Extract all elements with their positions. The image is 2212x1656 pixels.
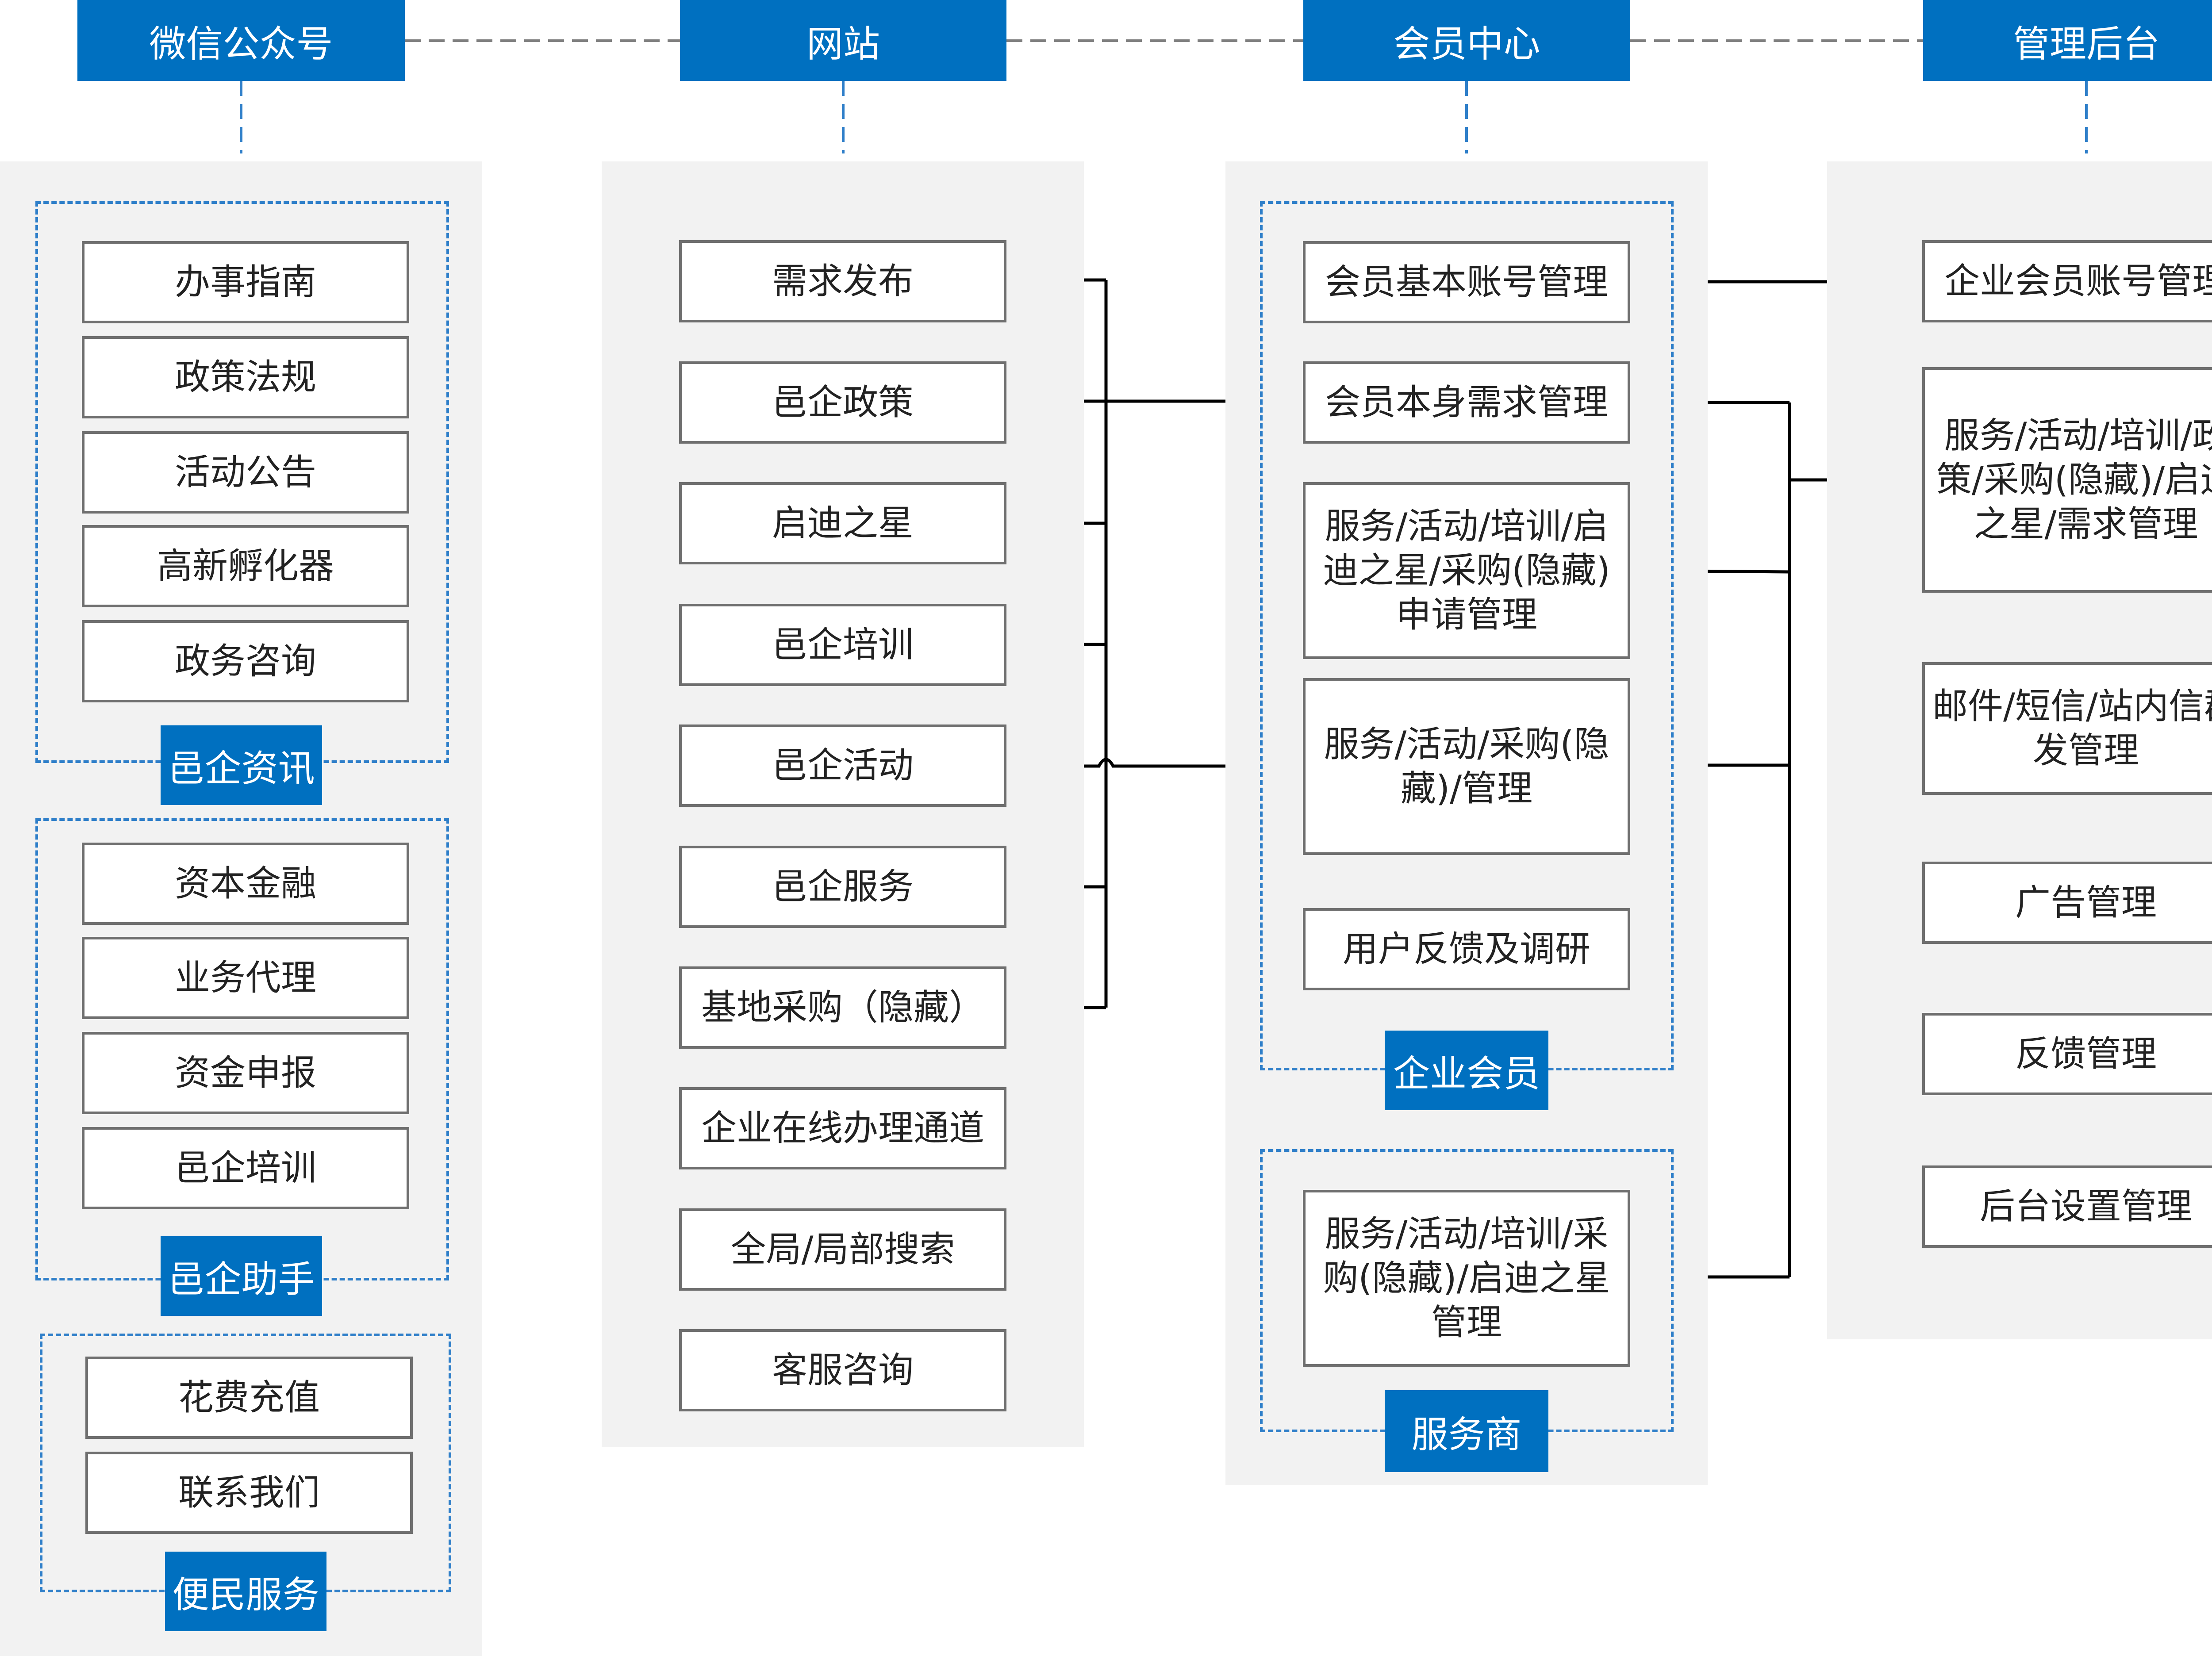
list-item[interactable]: 花费充值 — [85, 1357, 413, 1439]
arrow-邑企活动 — [1006, 758, 1302, 774]
list-item[interactable]: 全局/局部搜索 — [679, 1208, 1006, 1291]
list-item[interactable]: 活动公告 — [82, 431, 409, 514]
list-item[interactable]: 服务/活动/培训/采购(隐藏)/启迪之星管理 — [1303, 1190, 1630, 1367]
group-label-convenience: 便民服务 — [165, 1552, 326, 1631]
list-item[interactable]: 邑企服务 — [679, 846, 1006, 928]
list-item[interactable]: 邑企培训 — [679, 604, 1006, 686]
list-item[interactable]: 政策法规 — [82, 336, 409, 418]
list-item[interactable]: 资本金融 — [82, 843, 409, 925]
list-item[interactable]: 用户反馈及调研 — [1303, 908, 1630, 990]
list-item[interactable]: 政务咨询 — [82, 620, 409, 702]
list-item[interactable]: 资金申报 — [82, 1032, 409, 1114]
list-item[interactable]: 服务/活动/采购(隐藏)/管理 — [1303, 678, 1630, 855]
list-item[interactable]: 反馈管理 — [1922, 1013, 2212, 1095]
header-wechat: 微信公众号 — [77, 0, 405, 81]
list-item[interactable]: 联系我们 — [85, 1452, 413, 1534]
header-admin: 管理后台 — [1923, 0, 2212, 81]
group-label-yiqi-assistant: 邑企助手 — [161, 1236, 322, 1316]
list-item[interactable]: 业务代理 — [82, 937, 409, 1019]
list-item[interactable]: 邑企政策 — [679, 361, 1006, 444]
header-website: 网站 — [680, 0, 1006, 81]
list-item[interactable]: 广告管理 — [1922, 862, 2212, 944]
list-item[interactable]: 服务/活动/培训/启迪之星/采购(隐藏)申请管理 — [1303, 482, 1630, 659]
list-item[interactable]: 服务/活动/培训/政策/采购(隐藏)/启迪之星/需求管理 — [1922, 367, 2212, 593]
list-item[interactable]: 会员本身需求管理 — [1303, 361, 1630, 444]
list-item[interactable]: 邑企培训 — [82, 1127, 409, 1209]
list-item[interactable]: 企业会员账号管理 — [1922, 240, 2212, 322]
header-member-center: 会员中心 — [1303, 0, 1630, 81]
list-item[interactable]: 需求发布 — [679, 240, 1006, 322]
list-item[interactable]: 办事指南 — [82, 241, 409, 323]
list-item[interactable]: 企业在线办理通道 — [679, 1087, 1006, 1169]
group-label-enterprise-member: 企业会员 — [1385, 1031, 1548, 1110]
list-item[interactable]: 基地采购（隐藏） — [679, 966, 1006, 1049]
list-item[interactable]: 客服咨询 — [679, 1329, 1006, 1411]
list-item[interactable]: 邮件/短信/站内信群发管理 — [1922, 662, 2212, 795]
group-label-yiqi-news: 邑企资讯 — [161, 725, 322, 805]
list-item[interactable]: 邑企活动 — [679, 724, 1006, 807]
list-item[interactable]: 高新孵化器 — [82, 525, 409, 607]
group-label-service-provider: 服务商 — [1385, 1390, 1548, 1472]
list-item[interactable]: 启迪之星 — [679, 482, 1006, 564]
list-item[interactable]: 后台设置管理 — [1922, 1165, 2212, 1248]
list-item[interactable]: 会员基本账号管理 — [1303, 241, 1630, 323]
